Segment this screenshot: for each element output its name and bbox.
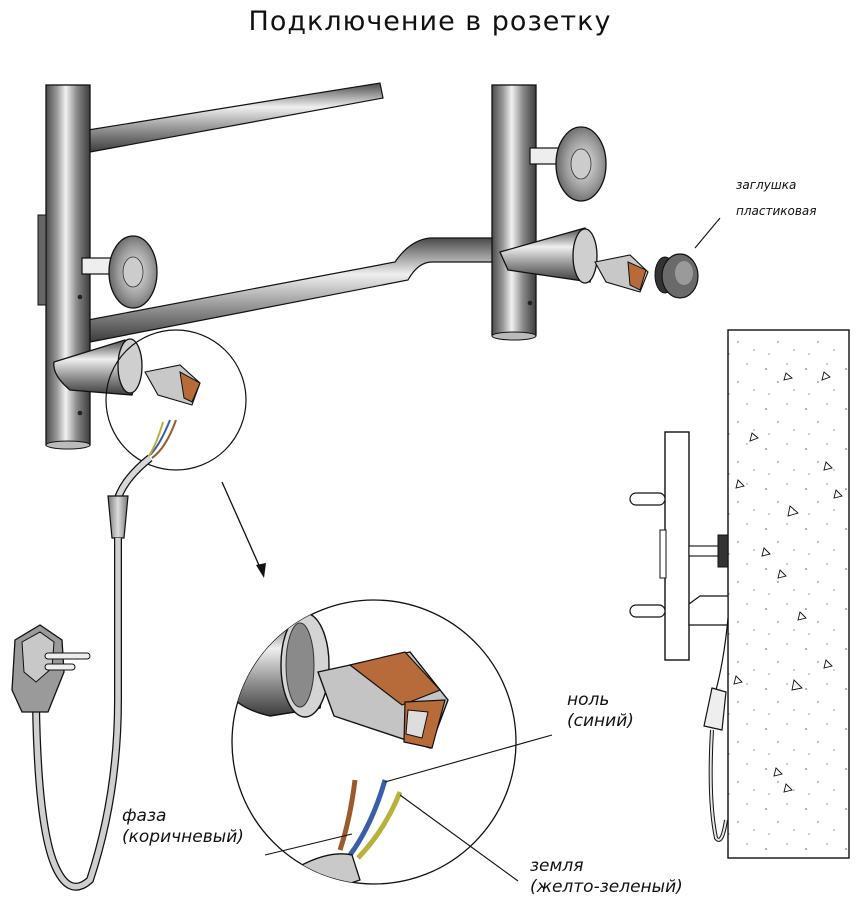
diagram-title: Подключение в розетку xyxy=(248,6,612,37)
rail-right-post xyxy=(491,84,537,336)
rail-upper-bar xyxy=(87,82,384,153)
wall-mount-left xyxy=(81,235,158,309)
label-ground-line1: земля xyxy=(530,856,584,876)
outlet-sleeve-right xyxy=(499,227,649,293)
leader-lines xyxy=(264,217,721,882)
outlet-sleeve-left xyxy=(53,338,201,406)
side-view-wall xyxy=(629,329,850,859)
detail-circle-zoom xyxy=(231,599,517,885)
label-ground-line2: (желто-зеленый) xyxy=(530,877,683,897)
label-neutral: ноль (синий) xyxy=(567,690,634,732)
towel-rail xyxy=(37,82,699,450)
power-cable xyxy=(11,419,177,891)
power-plug xyxy=(11,624,91,713)
label-phase: фаза (коричневый) xyxy=(122,806,244,848)
label-neutral-line1: ноль xyxy=(567,690,610,710)
label-neutral-line2: (синий) xyxy=(567,711,634,731)
label-plug-cap: заглушка пластиковая xyxy=(736,172,817,224)
label-plug-cap-line1: заглушка xyxy=(736,178,797,192)
label-phase-line2: (коричневый) xyxy=(122,827,244,847)
zoom-arrow xyxy=(221,481,266,578)
label-ground: земля (желто-зеленый) xyxy=(530,856,683,898)
label-phase-line1: фаза xyxy=(122,806,167,826)
label-plug-cap-line2: пластиковая xyxy=(736,204,817,218)
wall-mount-right xyxy=(529,126,607,202)
plastic-plug-cap xyxy=(654,253,699,299)
detail-circle-small xyxy=(105,329,247,471)
